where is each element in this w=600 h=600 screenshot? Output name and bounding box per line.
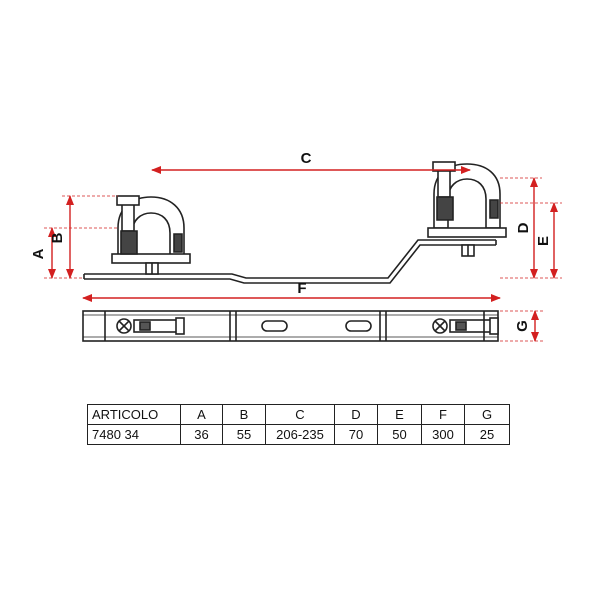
dimension-label-c: C <box>301 150 312 167</box>
dimensions-table: ARTICOLO A B C D E F G 7480 34 36 55 206… <box>87 404 510 445</box>
bracket-bar-side-view <box>83 239 497 284</box>
table-cell: 300 <box>421 424 465 445</box>
table-row: 7480 34 36 55 206-235 70 50 300 25 <box>87 424 510 445</box>
table-header-cell: A <box>180 404 223 425</box>
dimension-label-d: D <box>515 222 532 233</box>
table-header-cell: E <box>377 404 422 425</box>
dimension-label-f: F <box>297 280 306 297</box>
extension-lines <box>44 177 562 342</box>
table-cell: 36 <box>180 424 223 445</box>
bracket-bar-top-view <box>82 310 499 342</box>
table-cell: 206-235 <box>265 424 335 445</box>
right-pipe-clamp <box>427 161 507 257</box>
table-header-cell: C <box>265 404 335 425</box>
table-header-cell: G <box>464 404 510 425</box>
table-cell: 50 <box>377 424 422 445</box>
table-cell: 55 <box>222 424 266 445</box>
dimension-lines <box>48 166 558 342</box>
table-cell: 70 <box>334 424 378 445</box>
left-pipe-clamp <box>111 195 191 275</box>
table-cell: 25 <box>464 424 510 445</box>
table-header-cell: B <box>222 404 266 425</box>
table-header-cell: D <box>334 404 378 425</box>
table-header-cell: F <box>421 404 465 425</box>
dimension-label-a: A <box>30 248 47 259</box>
dimension-label-g: G <box>514 320 531 332</box>
dimension-label-e: E <box>535 236 552 246</box>
table-cell: 7480 34 <box>87 424 181 445</box>
table-header-cell: ARTICOLO <box>87 404 181 425</box>
dimension-label-b: B <box>49 232 66 243</box>
table-header-row: ARTICOLO A B C D E F G <box>87 404 510 425</box>
